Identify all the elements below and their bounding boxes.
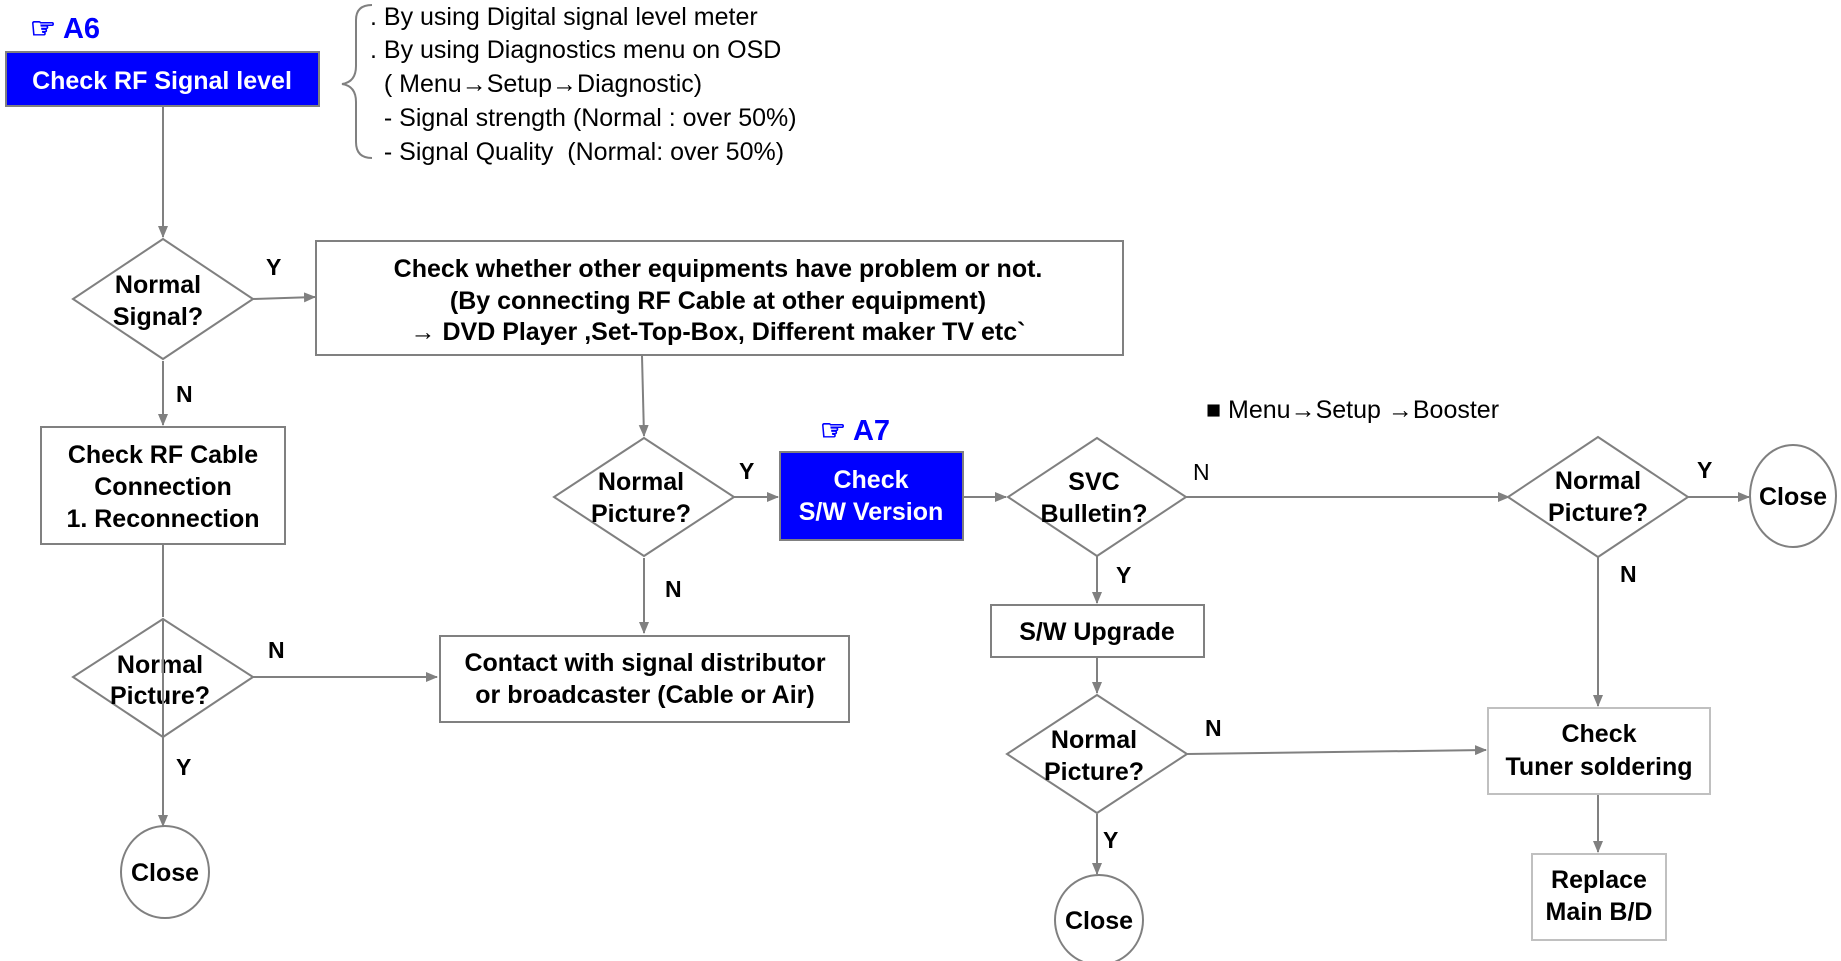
- tuner-line-2: Tuner soldering: [1505, 753, 1692, 781]
- edge-label-picture-left-no: N: [268, 637, 285, 663]
- replace-box: [1531, 853, 1667, 941]
- edge-label-picture-bottom-yes: Y: [1103, 827, 1118, 853]
- picture-mid-line-1: Normal: [598, 468, 684, 496]
- notes-brace: [341, 4, 373, 159]
- edge-label-svc-yes: Y: [1116, 562, 1131, 588]
- edge-label-signal-yes: Y: [266, 254, 281, 280]
- close-left-label: Close: [131, 859, 199, 887]
- close-right-label: Close: [1759, 483, 1827, 511]
- edge-label-svc-no: N: [1193, 459, 1210, 485]
- close-bottom-label: Close: [1065, 907, 1133, 935]
- check-other-line-2: (By connecting RF Cable at other equipme…: [450, 287, 986, 315]
- edge-label-picture-mid-yes: Y: [739, 458, 754, 484]
- contact-box: [439, 635, 850, 723]
- ref-a7: ☞ A7: [820, 415, 890, 447]
- check-cable-box: [40, 426, 286, 545]
- replace-line-2: Main B/D: [1546, 898, 1653, 926]
- edge-label-signal-no: N: [176, 381, 193, 407]
- booster-note: ■ Menu→Setup →Booster: [1206, 396, 1499, 424]
- edge-label-picture-bottom-no: N: [1205, 715, 1222, 741]
- sw-upgrade-box: [990, 604, 1205, 658]
- connectors: [158, 106, 1750, 875]
- tuner-line-1: Check: [1561, 720, 1636, 748]
- svc-line-2: Bulletin?: [1041, 500, 1148, 528]
- close-bottom-circle: [1054, 874, 1144, 961]
- edge-picture-bottom-no: [1186, 745, 1487, 756]
- notes-text: . By using Digital signal level meter . …: [370, 3, 797, 166]
- close-right-circle: [1749, 444, 1837, 548]
- note-line-5: - Signal Quality (Normal: over 50%): [370, 138, 784, 166]
- picture-right-diamond: [1506, 435, 1690, 559]
- picture-right-line-1: Normal: [1555, 467, 1641, 495]
- edge-label-picture-left-yes: Y: [176, 754, 191, 780]
- close-left-circle: [120, 825, 210, 919]
- tuner-box: [1487, 707, 1711, 795]
- edge-label-picture-right-yes: Y: [1697, 457, 1712, 483]
- sw-upgrade-label: S/W Upgrade: [1019, 618, 1175, 646]
- check-rf-box: [5, 51, 320, 107]
- edge-other-to-picture: [638, 355, 649, 437]
- check-sw-line-2: S/W Version: [799, 498, 943, 526]
- picture-right-line-2: Picture?: [1548, 499, 1648, 527]
- picture-mid-line-2: Picture?: [591, 500, 691, 528]
- picture-bottom-line-1: Normal: [1051, 726, 1137, 754]
- check-sw-box: [779, 451, 964, 541]
- svc-diamond: [1006, 436, 1188, 558]
- check-cable-line-3: 1. Reconnection: [66, 505, 259, 533]
- svc-line-1: SVC: [1068, 468, 1119, 496]
- contact-line-2: or broadcaster (Cable or Air): [475, 681, 814, 709]
- check-other-box: [315, 240, 1124, 356]
- contact-line-1: Contact with signal distributor: [464, 649, 825, 677]
- picture-left-line-1: Normal: [117, 651, 203, 679]
- check-cable-line-2: Connection: [94, 473, 232, 501]
- note-line-1: . By using Digital signal level meter: [370, 3, 758, 31]
- picture-bottom-line-2: Picture?: [1044, 758, 1144, 786]
- check-cable-line-1: Check RF Cable: [68, 441, 258, 469]
- edge-label-picture-mid-no: N: [665, 576, 682, 602]
- normal-signal-line-1: Normal: [115, 271, 201, 299]
- note-line-2: . By using Diagnostics menu on OSD: [370, 36, 781, 64]
- check-other-line-1: Check whether other equipments have prob…: [394, 255, 1043, 283]
- replace-line-1: Replace: [1551, 866, 1647, 894]
- edge-signal-yes: [252, 292, 316, 303]
- edge-label-picture-right-no: N: [1620, 561, 1637, 587]
- normal-signal-line-2: Signal?: [113, 303, 203, 331]
- picture-bottom-diamond: [1005, 693, 1189, 815]
- note-line-3: ( Menu→Setup→Diagnostic): [370, 70, 702, 98]
- check-sw-line-1: Check: [833, 466, 908, 494]
- picture-mid-diamond: [552, 436, 736, 558]
- note-line-4: - Signal strength (Normal : over 50%): [370, 104, 797, 132]
- check-other-line-3: → DVD Player ,Set-Top-Box, Different mak…: [411, 318, 1026, 346]
- picture-left-line-2: Picture?: [110, 682, 210, 710]
- check-rf-label: Check RF Signal level: [32, 67, 292, 95]
- normal-signal-diamond: [71, 237, 255, 361]
- ref-a6: ☞ A6: [30, 13, 100, 45]
